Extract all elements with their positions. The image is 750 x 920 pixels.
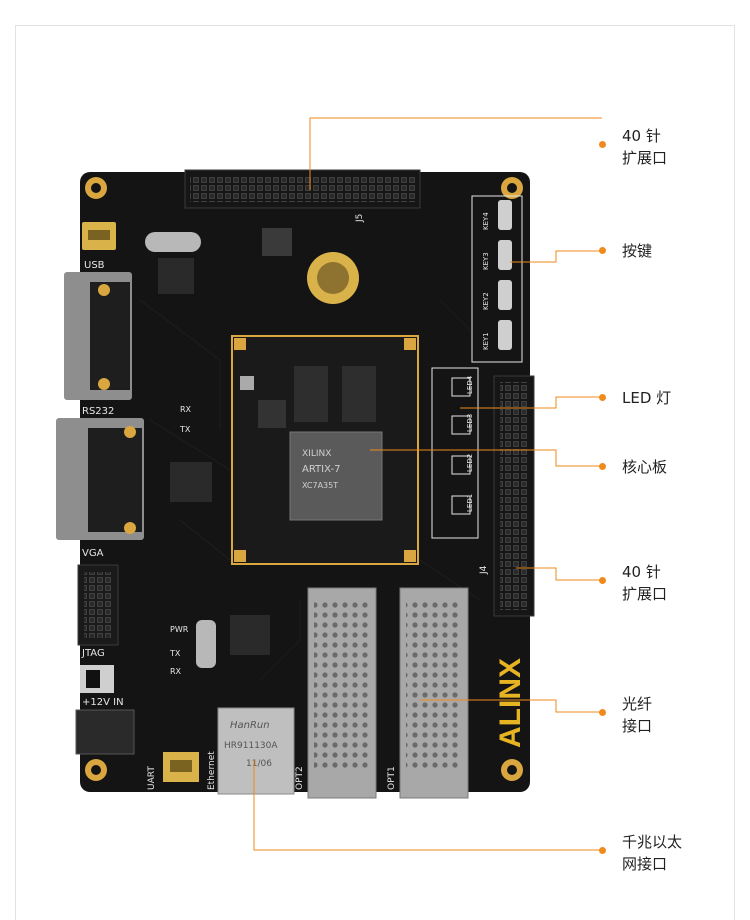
silk-usb: USB xyxy=(84,260,105,271)
callout-line-ethernet xyxy=(253,760,602,851)
callout-fiber: 光纤 接口 xyxy=(622,695,653,735)
callout-line-header-right xyxy=(516,567,602,581)
silk-key4: KEY4 xyxy=(482,212,490,230)
dc-jack xyxy=(75,709,135,755)
brand-logo: ALINX xyxy=(494,658,527,748)
silk-power-in: +12V IN xyxy=(82,697,124,708)
silk-opt1: OPT1 xyxy=(387,766,397,790)
magjack-brand: HanRun xyxy=(230,720,270,731)
fpga-text-3: XC7A35T xyxy=(302,481,338,490)
silk-tx: TX xyxy=(179,425,191,434)
silk-rx: RX xyxy=(180,405,192,414)
key1-switch xyxy=(498,320,512,350)
magjack-date: 11/06 xyxy=(246,759,272,769)
fpga-chip xyxy=(289,431,383,521)
callout-header-40pin-top: 40 针 扩展口 xyxy=(622,127,668,167)
image-frame xyxy=(15,25,735,920)
silk-ethernet: Ethernet xyxy=(207,751,217,790)
callout-led: LED 灯 xyxy=(622,389,672,407)
callout-dot xyxy=(599,463,606,470)
callout-dot xyxy=(599,394,606,401)
silk-key1: KEY1 xyxy=(482,332,490,350)
silk-uart: UART xyxy=(147,766,157,790)
sfp-cage-opt2 xyxy=(307,587,377,799)
crystal xyxy=(145,232,201,252)
silk-j5: J5 xyxy=(355,214,365,223)
silk-jtag: JTAG xyxy=(81,648,105,659)
silk-led4: LED4 xyxy=(466,375,474,394)
silk-opt2: OPT2 xyxy=(295,766,305,790)
fpga-text-2: ARTIX-7 xyxy=(302,464,340,475)
fpga-text-1: XILINX xyxy=(302,449,331,459)
silk-led2: LED2 xyxy=(466,454,474,472)
callout-dot xyxy=(599,141,606,148)
silk-key3: KEY3 xyxy=(482,252,490,270)
callout-buttons: 按键 xyxy=(622,242,653,260)
ethernet-rj45 xyxy=(217,707,295,795)
silk-rs232: RS232 xyxy=(82,406,114,417)
key4-switch xyxy=(498,200,512,230)
sfp-cage-opt1 xyxy=(399,587,469,799)
callout-core-board: 核心板 xyxy=(622,458,668,476)
silk-key2: KEY2 xyxy=(482,292,490,310)
silk-j4: J4 xyxy=(479,565,489,575)
callout-dot xyxy=(599,847,606,854)
callout-line-fiber xyxy=(420,699,602,713)
callout-line-led xyxy=(460,396,602,409)
magjack-part: HR911130A xyxy=(224,741,278,751)
callout-dot xyxy=(599,247,606,254)
key-outline xyxy=(471,195,523,363)
silk-vga: VGA xyxy=(82,548,104,559)
ic-chip xyxy=(170,462,212,502)
silk-pwr: PWR xyxy=(170,625,189,634)
key2-switch xyxy=(498,280,512,310)
silk-rx-2: RX xyxy=(170,667,182,676)
silk-led3: LED3 xyxy=(466,414,474,432)
silk-led1: LED1 xyxy=(466,494,474,512)
callout-header-40pin-right: 40 针 扩展口 xyxy=(622,563,668,603)
key3-switch xyxy=(498,240,512,270)
led-outline xyxy=(431,367,479,539)
callout-lines xyxy=(253,117,602,851)
callout-line-core xyxy=(370,449,602,467)
callout-ethernet: 千兆以太 网接口 xyxy=(622,833,683,873)
pcb-traces xyxy=(139,299,481,681)
brand-logo-bg xyxy=(488,622,528,752)
callout-dot xyxy=(599,577,606,584)
callout-line-buttons xyxy=(510,250,602,263)
silk-tx-2: TX xyxy=(169,649,181,658)
callout-line-header-top xyxy=(309,117,602,190)
callout-dot xyxy=(599,709,606,716)
